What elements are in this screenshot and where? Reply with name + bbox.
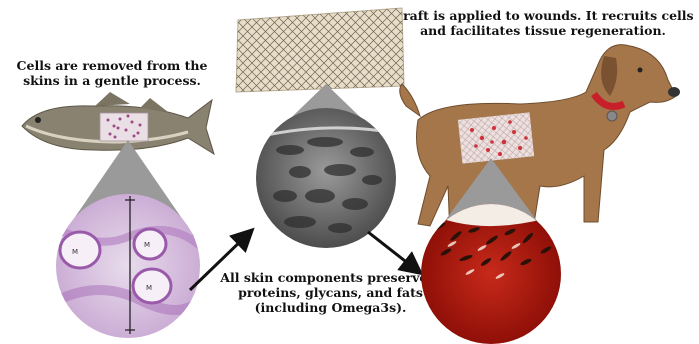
micrograph-label-2: M [144, 241, 150, 249]
micrograph-label-3: M [146, 284, 152, 292]
sem-micrograph [256, 108, 396, 248]
tissue-regeneration-micrograph [421, 204, 561, 344]
micrograph-label-1: M [72, 248, 78, 256]
arrow-right-down [368, 232, 414, 268]
dog-illustration [400, 45, 680, 236]
fish-illustration [22, 92, 214, 154]
graft-mesh [236, 8, 404, 92]
histology-micrograph: M M M [56, 194, 200, 338]
